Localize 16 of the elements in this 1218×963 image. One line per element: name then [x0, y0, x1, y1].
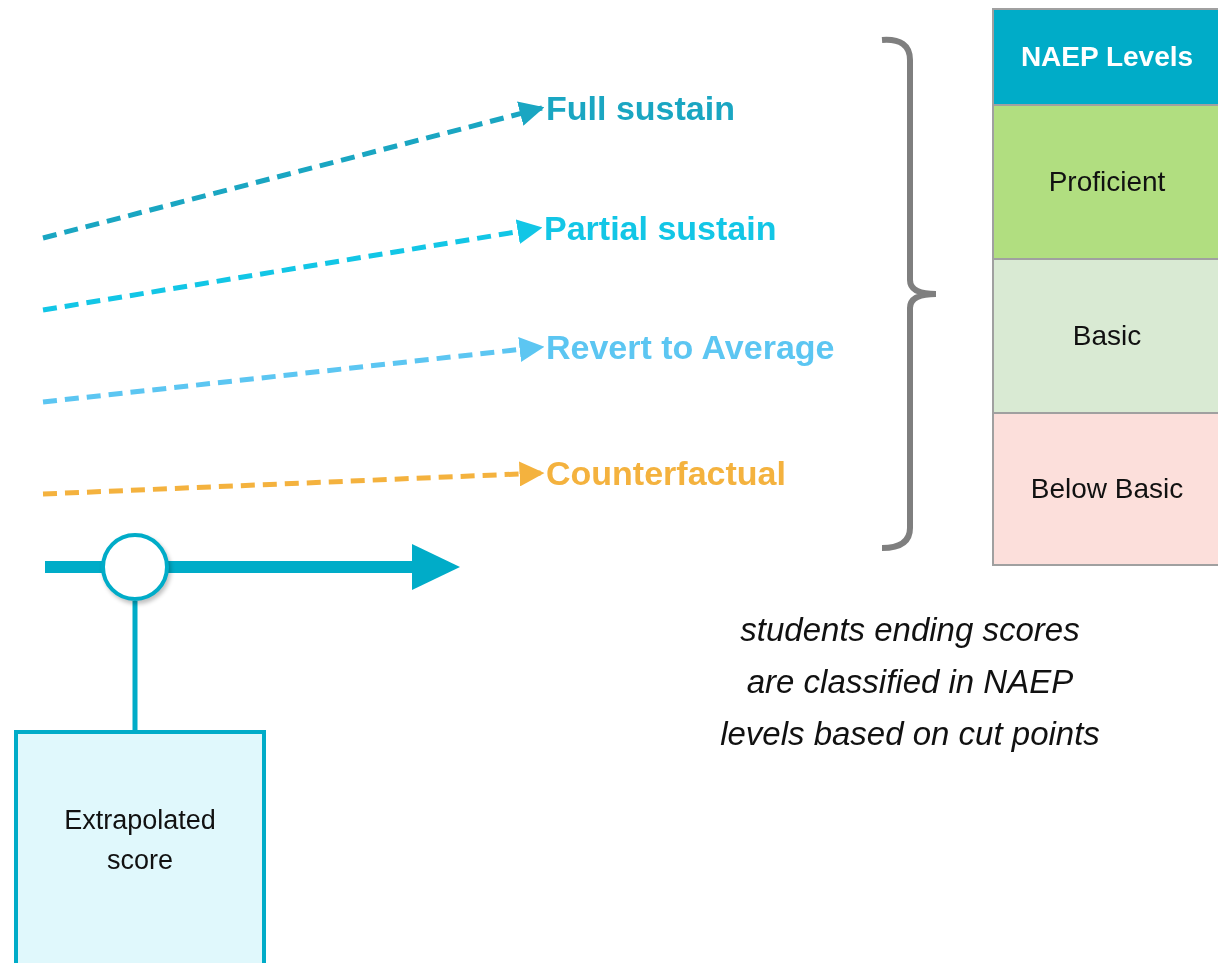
outcome-label: Counterfactual — [546, 453, 786, 493]
dashed-arrow — [42, 101, 545, 241]
level-cell: Below Basic — [992, 412, 1218, 566]
dashed-arrow — [42, 337, 545, 405]
dashed-arrow — [42, 219, 543, 313]
connector-line — [132, 601, 138, 730]
score-box: Extrapolated score — [14, 730, 266, 963]
dashed-arrow — [42, 461, 545, 497]
note-text: students ending scores are classified in NAEP levels based on cut points — [720, 610, 1100, 754]
level-cell: Basic — [992, 258, 1218, 414]
outcome-label: Partial sustain — [544, 208, 777, 248]
table-header: NAEP Levels — [992, 8, 1218, 106]
outcome-label: Revert to Average — [546, 327, 835, 367]
outcome-label: Full sustain — [546, 88, 735, 128]
timepoint-circle — [101, 533, 169, 601]
level-cell: Proficient — [992, 104, 1218, 260]
